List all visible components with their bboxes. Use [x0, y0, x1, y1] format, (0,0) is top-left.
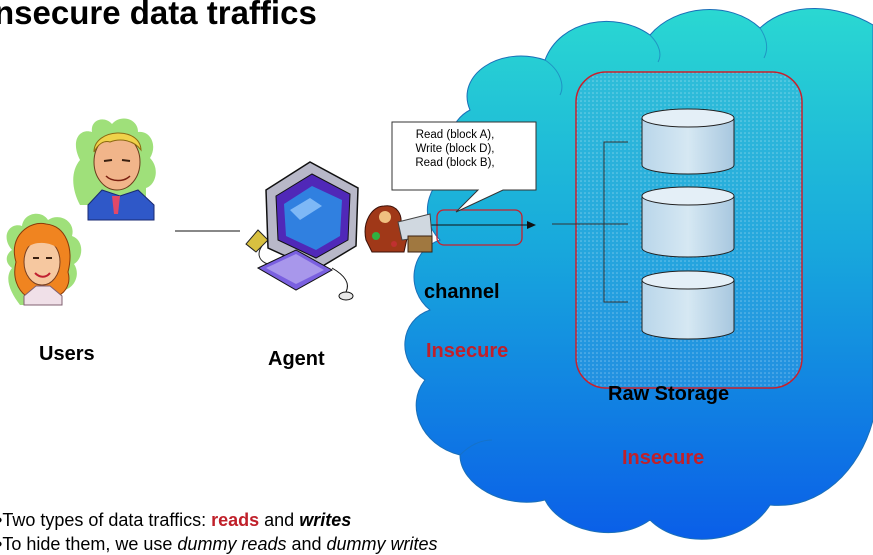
user-man-icon — [73, 118, 156, 221]
callout-line: Read (block B), — [415, 157, 495, 169]
bullet-text-reads: reads — [211, 510, 260, 530]
bullet-text: and — [259, 510, 300, 530]
agent-label: Agent — [268, 348, 325, 370]
database-cylinder-icon — [641, 108, 735, 175]
storage-status: Insecure — [622, 447, 705, 469]
bullet-marker: • — [0, 534, 2, 554]
bullet-item: •Two types of data traffics: reads and w… — [0, 510, 351, 531]
bullet-text: and — [286, 534, 327, 554]
page-title: nsecure data traffics — [0, 0, 317, 31]
channel-status: Insecure — [426, 340, 509, 362]
callout-bubble — [391, 121, 537, 213]
bullet-marker: • — [0, 510, 2, 530]
database-cylinder-icon — [641, 186, 735, 258]
channel-label: channel — [424, 281, 500, 303]
bullet-text-dummy-reads: dummy reads — [177, 534, 287, 554]
computer-icon — [245, 161, 359, 301]
channel-box — [436, 209, 523, 246]
bullet-text-writes: writes — [299, 510, 352, 530]
bullet-text-dummy-writes: dummy writes — [326, 534, 438, 554]
bullet-item: •To hide them, we use dummy reads and du… — [0, 534, 438, 555]
callout-line: Read (block A), — [415, 129, 495, 141]
callout-line: Write (block D), — [415, 143, 495, 155]
users-label: Users — [39, 343, 95, 365]
attacker-icon — [364, 205, 433, 253]
bullet-text: To hide them, we use — [2, 534, 178, 554]
bullet-text: Two types of data traffics: — [2, 510, 212, 530]
user-woman-icon — [6, 213, 82, 306]
storage-label: Raw Storage — [608, 383, 730, 405]
callout-text: Read (block A), Write (block D), Read (b… — [380, 128, 530, 170]
database-cylinder-icon — [641, 270, 735, 340]
